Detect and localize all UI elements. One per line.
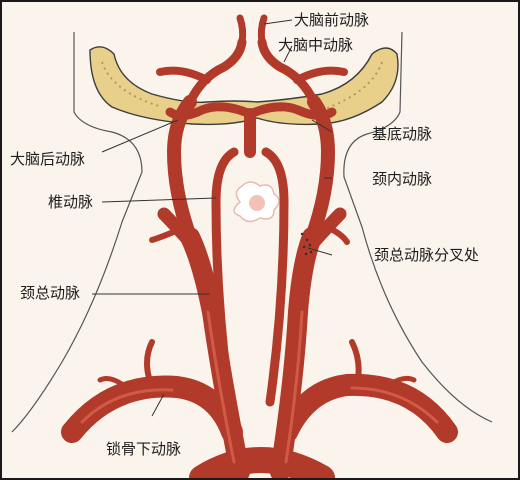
posterior-cerebral-left: [165, 102, 255, 120]
subclavian-branch-right-1: [349, 339, 362, 388]
vertebral-artery-left: [211, 147, 239, 407]
common-carotid-right: [270, 227, 322, 478]
label-common-carotid: 颈总动脉: [20, 284, 81, 302]
label-middle-cerebral: 大脑中动脉: [278, 36, 354, 54]
bifurcation-branch-left-small: [149, 227, 181, 243]
label-internal-carotid: 颈内动脉: [372, 170, 433, 188]
neck-outline-left: [11, 32, 143, 433]
leader-lines: [92, 19, 333, 417]
vertebral-artery-right: [261, 147, 289, 407]
circle-of-willis-right: [257, 37, 319, 107]
neck-outline-right: [343, 31, 493, 423]
label-anterior-cerebral: 大脑前动脉: [294, 11, 370, 29]
anterior-cerebral-left: [236, 14, 247, 46]
label-posterior-cerebral: 大脑后动脉: [10, 150, 86, 168]
watermark-cloud: [233, 181, 280, 223]
posterior-cerebral-right: [245, 102, 337, 120]
subclavian-branch-left-2: [97, 376, 135, 395]
bifurcation-stipple: [300, 232, 313, 256]
subclavian-branch-left-1: [144, 339, 155, 390]
label-carotid-bifurcation: 颈总动脉分叉处: [374, 246, 480, 264]
anterior-cerebral-right: [257, 14, 268, 46]
middle-cerebral-right: [293, 66, 348, 84]
middle-cerebral-left: [156, 66, 211, 84]
subclavian-branch-right-2: [379, 375, 417, 393]
aortic-arch: [189, 447, 335, 478]
bifurcation-branch-right-small: [324, 224, 350, 245]
circle-of-willis-left: [185, 37, 247, 107]
label-vertebral: 椎动脉: [48, 193, 94, 211]
label-subclavian: 锁骨下动脉: [106, 440, 182, 458]
subclavian-artery-right: [276, 373, 458, 443]
common-carotid-left: [180, 227, 250, 478]
label-basilar: 基底动脉: [372, 125, 433, 143]
